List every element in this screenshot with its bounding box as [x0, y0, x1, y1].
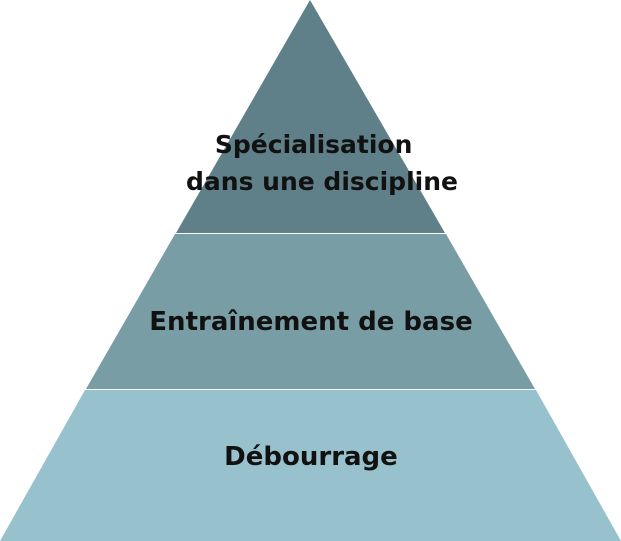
tier-top-label: Spécialisation dans une discipline	[186, 130, 458, 196]
pyramid-tier-bottom	[0, 390, 621, 541]
tier-top-label-line-2: dans une discipline	[186, 167, 458, 196]
tier-top-label-line-1: Spécialisation	[215, 130, 413, 159]
pyramid-tier-top	[176, 0, 445, 233]
pyramid-tier-middle	[86, 234, 535, 389]
tier-bottom-label: Débourrage	[224, 442, 398, 472]
tier-middle-label: Entraînement de base	[149, 307, 472, 337]
